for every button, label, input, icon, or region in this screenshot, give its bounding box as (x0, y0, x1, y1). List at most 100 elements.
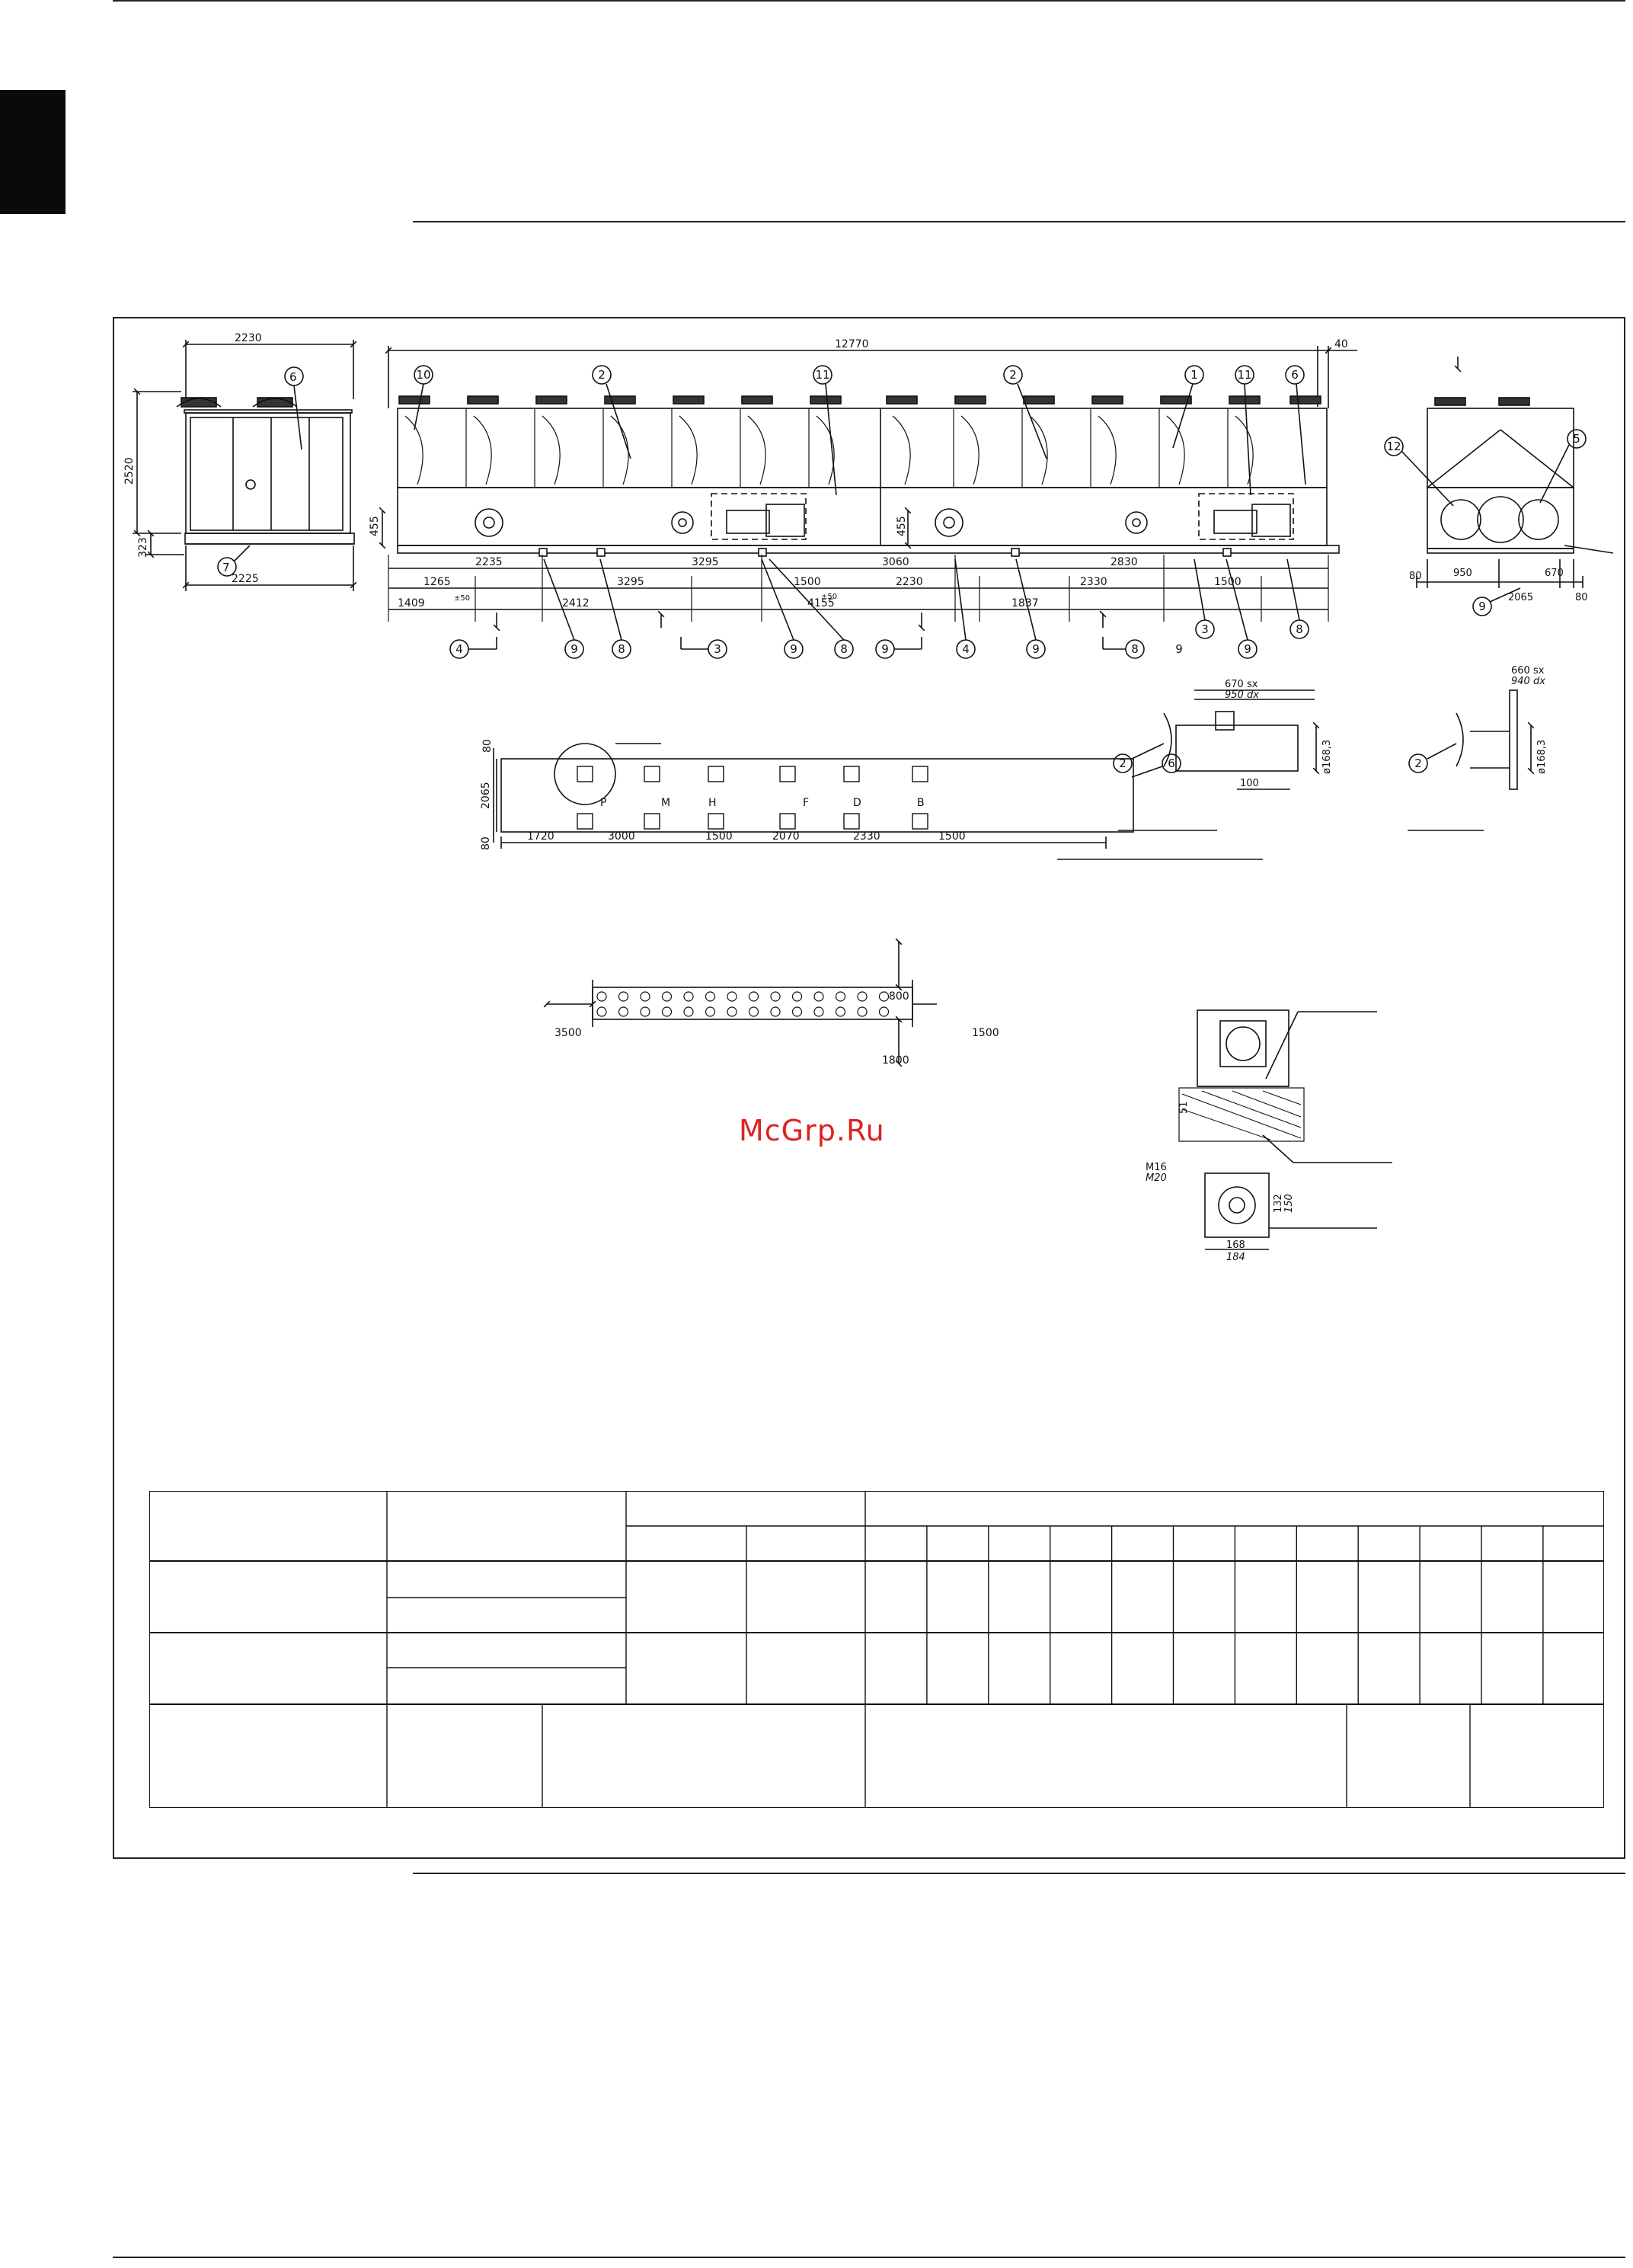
header-rule (413, 221, 1625, 222)
clearance-fan-bottom (705, 1006, 716, 1017)
end-dim-950: 950 (1453, 568, 1472, 579)
callout-top-4: 1 (1190, 368, 1198, 382)
plan-label-B: B (917, 797, 925, 809)
clearance-fan-top (640, 991, 650, 1002)
clearance-bottom: 1800 (882, 1054, 909, 1067)
clearance-fan-top (770, 991, 781, 1002)
side-end-offset: 40 (1334, 338, 1348, 350)
foundation-pad-top (779, 766, 796, 782)
end-view (1384, 357, 1614, 616)
foundation-pad-bottom (779, 813, 796, 830)
callout-bottom-2: 8 (618, 642, 625, 656)
pipe-left-diameter: ø168,3 (1321, 740, 1333, 774)
side-row1-2: 3060 (882, 556, 909, 568)
foundation-pad-bottom (843, 813, 860, 830)
clearance-fan-bottom (618, 1006, 629, 1017)
clearance-fan-top (683, 991, 694, 1002)
callout-top-0: 10 (416, 368, 430, 382)
clearance-fan-top (661, 991, 673, 1002)
clearance-fan-bottom (661, 1006, 673, 1017)
pipe-left-sx: 670 sx (1225, 679, 1258, 690)
clearance-fan-bottom (727, 1006, 737, 1017)
plan-label-F: F (803, 797, 809, 809)
plan-callout-6: 6 (1168, 757, 1175, 770)
pipe-left-dx: 950 dx (1225, 689, 1259, 701)
callout-top-5: 11 (1237, 368, 1251, 382)
clearance-cells (596, 991, 890, 1017)
plan-depth: 2065 (480, 782, 492, 809)
plan-spacing-5: 1500 (938, 830, 966, 843)
side-row1-3: 2830 (1111, 556, 1138, 568)
pipe-right-diameter: ø168,3 (1536, 740, 1548, 774)
anchor-b1: 168 (1226, 1240, 1245, 1251)
callout-6-front: 6 (289, 370, 297, 384)
callout-bottom-1: 9 (570, 642, 578, 656)
clearance-fan-top (857, 991, 868, 1002)
plan-label-H: H (708, 797, 717, 809)
callout-bottom-6: 9 (881, 642, 889, 656)
end-dim-2065: 2065 (1508, 592, 1533, 603)
clearance-fan-bottom (791, 1006, 803, 1017)
end-dim-80-left: 80 (1409, 571, 1422, 582)
anchor-height: 51 (1178, 1101, 1190, 1114)
side-left-height: 455 (369, 516, 381, 536)
drawing-frame (113, 317, 1625, 1859)
end-dim-80-right: 80 (1575, 592, 1588, 603)
side-row3-0: 1409 (398, 597, 425, 609)
side-view (379, 346, 1357, 659)
plan-top-margin: 80 (481, 739, 494, 753)
callout-bottom-13: 9 (1175, 642, 1183, 656)
plan-spacing-3: 2070 (772, 830, 800, 843)
clearance-fan-bottom (835, 1006, 846, 1017)
clearance-fan-bottom (878, 1006, 890, 1017)
clearance-fan-bottom (683, 1006, 694, 1017)
front-view (133, 340, 357, 591)
end-callout-12: 12 (1386, 440, 1401, 453)
pipe-detail-left (1057, 689, 1320, 860)
clearance-fan-bottom (596, 1006, 607, 1017)
front-width-bottom: 2225 (232, 573, 259, 585)
callout-bottom-9: 8 (1131, 642, 1139, 656)
pipe-right-callout: 2 (1414, 757, 1422, 770)
clearance-diagram (543, 938, 937, 1067)
clearance-fan-top (878, 991, 890, 1002)
side-row3-tol: ±50 (454, 594, 470, 603)
callout-bottom-10: 3 (1201, 622, 1209, 636)
clearance-fan-top (596, 991, 607, 1002)
pipe-left-offset: 100 (1240, 778, 1259, 789)
anchor-bolt-a: M16 (1146, 1162, 1167, 1173)
foundation-pad-top (843, 766, 860, 782)
anchor-w1: 132 (1273, 1194, 1284, 1213)
foundation-pad-bottom (708, 813, 724, 830)
front-height: 2520 (123, 457, 136, 485)
side-overall-length: 12770 (835, 338, 869, 350)
side-row3-1: 2412 (562, 597, 590, 609)
foundation-pad-top (644, 766, 660, 782)
end-callout-9: 9 (1478, 600, 1486, 613)
callout-top-6: 6 (1291, 368, 1299, 382)
clearance-fan-bottom (748, 1006, 759, 1017)
anchor-b2: 184 (1226, 1252, 1245, 1263)
clearance-right: 1500 (972, 1027, 999, 1039)
end-callout-5: 5 (1573, 432, 1580, 446)
side-row3-2: 4155 (807, 597, 835, 609)
side-row2-1: 3295 (617, 576, 644, 588)
plan-label-P: P (600, 797, 606, 809)
section-tab (0, 90, 66, 214)
clearance-fan-top (705, 991, 716, 1002)
foundation-pad-bottom (577, 813, 593, 830)
front-width-top: 2230 (235, 332, 262, 344)
callout-bottom-8: 9 (1032, 642, 1040, 656)
side-row2-tol: ±50 (821, 593, 837, 601)
callout-top-3: 2 (1009, 368, 1017, 382)
clearance-fan-top (727, 991, 737, 1002)
callout-top-1: 2 (598, 368, 606, 382)
plan-bottom-margin: 80 (480, 837, 492, 850)
technical-drawing: 2230 2225 2520 323 6 7 12770 40 455 455 … (123, 332, 1614, 1263)
side-row1-0: 2235 (475, 556, 503, 568)
callout-top-2: 11 (815, 368, 829, 382)
side-row2-5: 1500 (1214, 576, 1242, 588)
spec-table (149, 1491, 1604, 1808)
clearance-top: 1800 (882, 990, 909, 1003)
plan-spacing-0: 1720 (527, 830, 554, 843)
